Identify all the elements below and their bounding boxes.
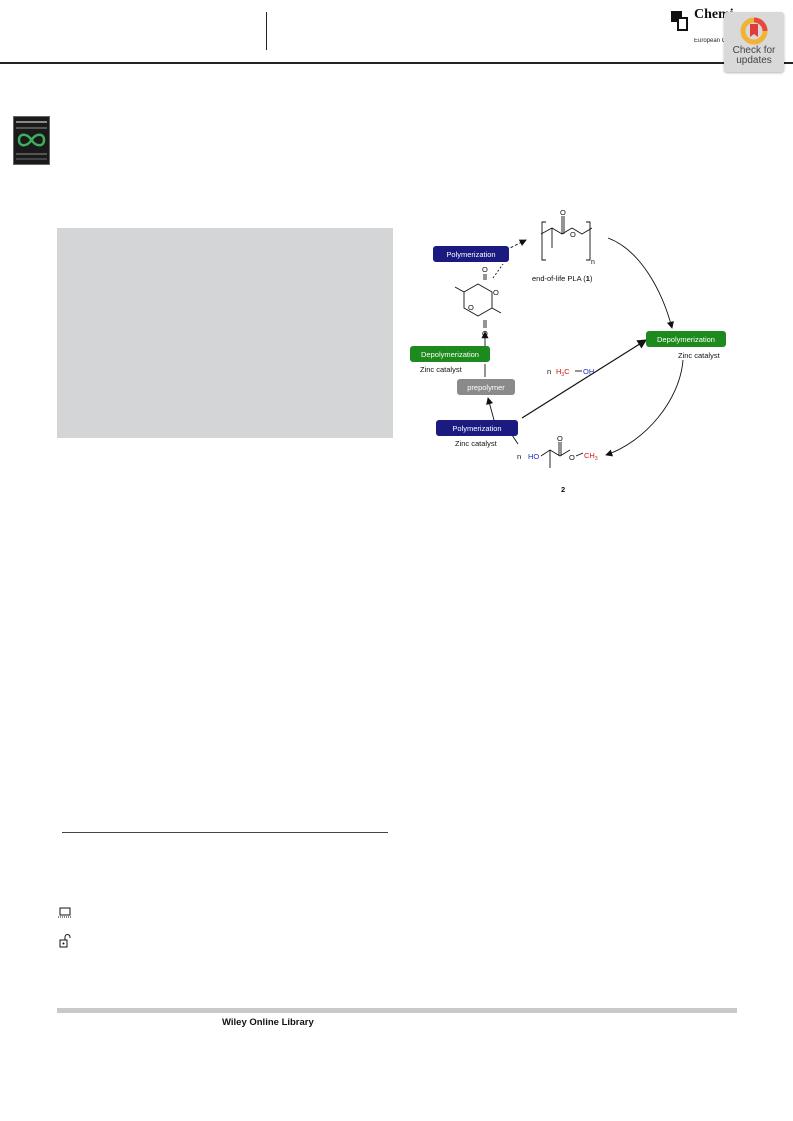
check-updates-icon	[740, 17, 768, 45]
pla-structure	[540, 216, 593, 261]
lactide-o-left: O	[468, 303, 474, 312]
pla-subscript-n: n	[591, 259, 595, 266]
prepolymer-label: prepolymer	[467, 383, 505, 392]
open-access-lock-icon	[59, 934, 71, 948]
check-updates-label: Check for updates	[732, 45, 776, 66]
graphical-abstract-placeholder	[57, 228, 393, 438]
lactate-structure	[540, 442, 584, 468]
polymerization-top-label: Polymerization	[446, 250, 495, 259]
arrow-to-prepolymer	[486, 397, 495, 421]
zinc-catalyst-left: Zinc catalyst	[420, 365, 463, 374]
methanol-oh: OH	[583, 367, 594, 376]
polymerization-bottom-label: Polymerization	[452, 424, 501, 433]
footer-bar	[57, 1008, 737, 1013]
pla-carbonyl-o: O	[560, 210, 566, 217]
polymerization-to-pla-dashed	[505, 239, 527, 251]
arc-to-lactate	[605, 359, 684, 457]
lactate-carbonyl-o: O	[557, 434, 563, 443]
chemistry-europe-logo-icon	[671, 11, 691, 33]
depolymerization-right-badge	[646, 331, 726, 347]
wiley-online-library-label: Wiley Online Library	[222, 1017, 314, 1028]
lactate-ch3: CH3	[584, 451, 598, 462]
header-rule	[0, 62, 793, 64]
pla-ester-o: O	[570, 230, 576, 239]
lactate-compound-number: 2	[561, 485, 565, 494]
depolymerization-left-label: Depolymerization	[421, 350, 479, 359]
lactate-ester-o: O	[569, 453, 575, 462]
methanol-n: n	[547, 367, 551, 376]
footnote-rule	[62, 832, 388, 833]
lactide-to-polymerization-dashed	[492, 263, 504, 279]
laptop-icon	[58, 907, 72, 918]
lactide-o-top: O	[482, 265, 488, 274]
depolymerization-left-badge	[410, 346, 490, 362]
arc-to-depolymerization	[607, 237, 674, 329]
lactate-n: n	[517, 452, 521, 461]
polymerization-top-badge	[433, 246, 509, 262]
journal-cover-thumbnail[interactable]	[13, 116, 50, 165]
end-of-life-label: end-of-life PLA (1)	[532, 274, 593, 283]
lactide-o-right: O	[493, 288, 499, 297]
pla-recycling-scheme: O O n end-of-life PLA (1) Polymerization…	[410, 210, 726, 494]
methanol-h3c: H3C	[556, 367, 570, 378]
lactate-ho: HO	[528, 452, 539, 461]
infinity-icon	[17, 133, 46, 147]
check-for-updates-button[interactable]: Check for updates	[724, 12, 784, 72]
arrow-to-depolymerization	[521, 339, 648, 419]
journal-logo-subtitle: European Chemical Societies Publishing	[694, 38, 734, 44]
depolymerization-right-label: Depolymerization	[657, 335, 715, 344]
lactide-o-bottom: O	[482, 329, 488, 338]
zinc-catalyst-bottom: Zinc catalyst	[455, 439, 498, 448]
lactide-structure	[454, 274, 502, 328]
header-divider	[266, 12, 267, 50]
polymerization-bottom-badge	[436, 420, 518, 436]
prepolymer-badge	[457, 379, 515, 395]
zinc-catalyst-right: Zinc catalyst	[678, 351, 721, 360]
